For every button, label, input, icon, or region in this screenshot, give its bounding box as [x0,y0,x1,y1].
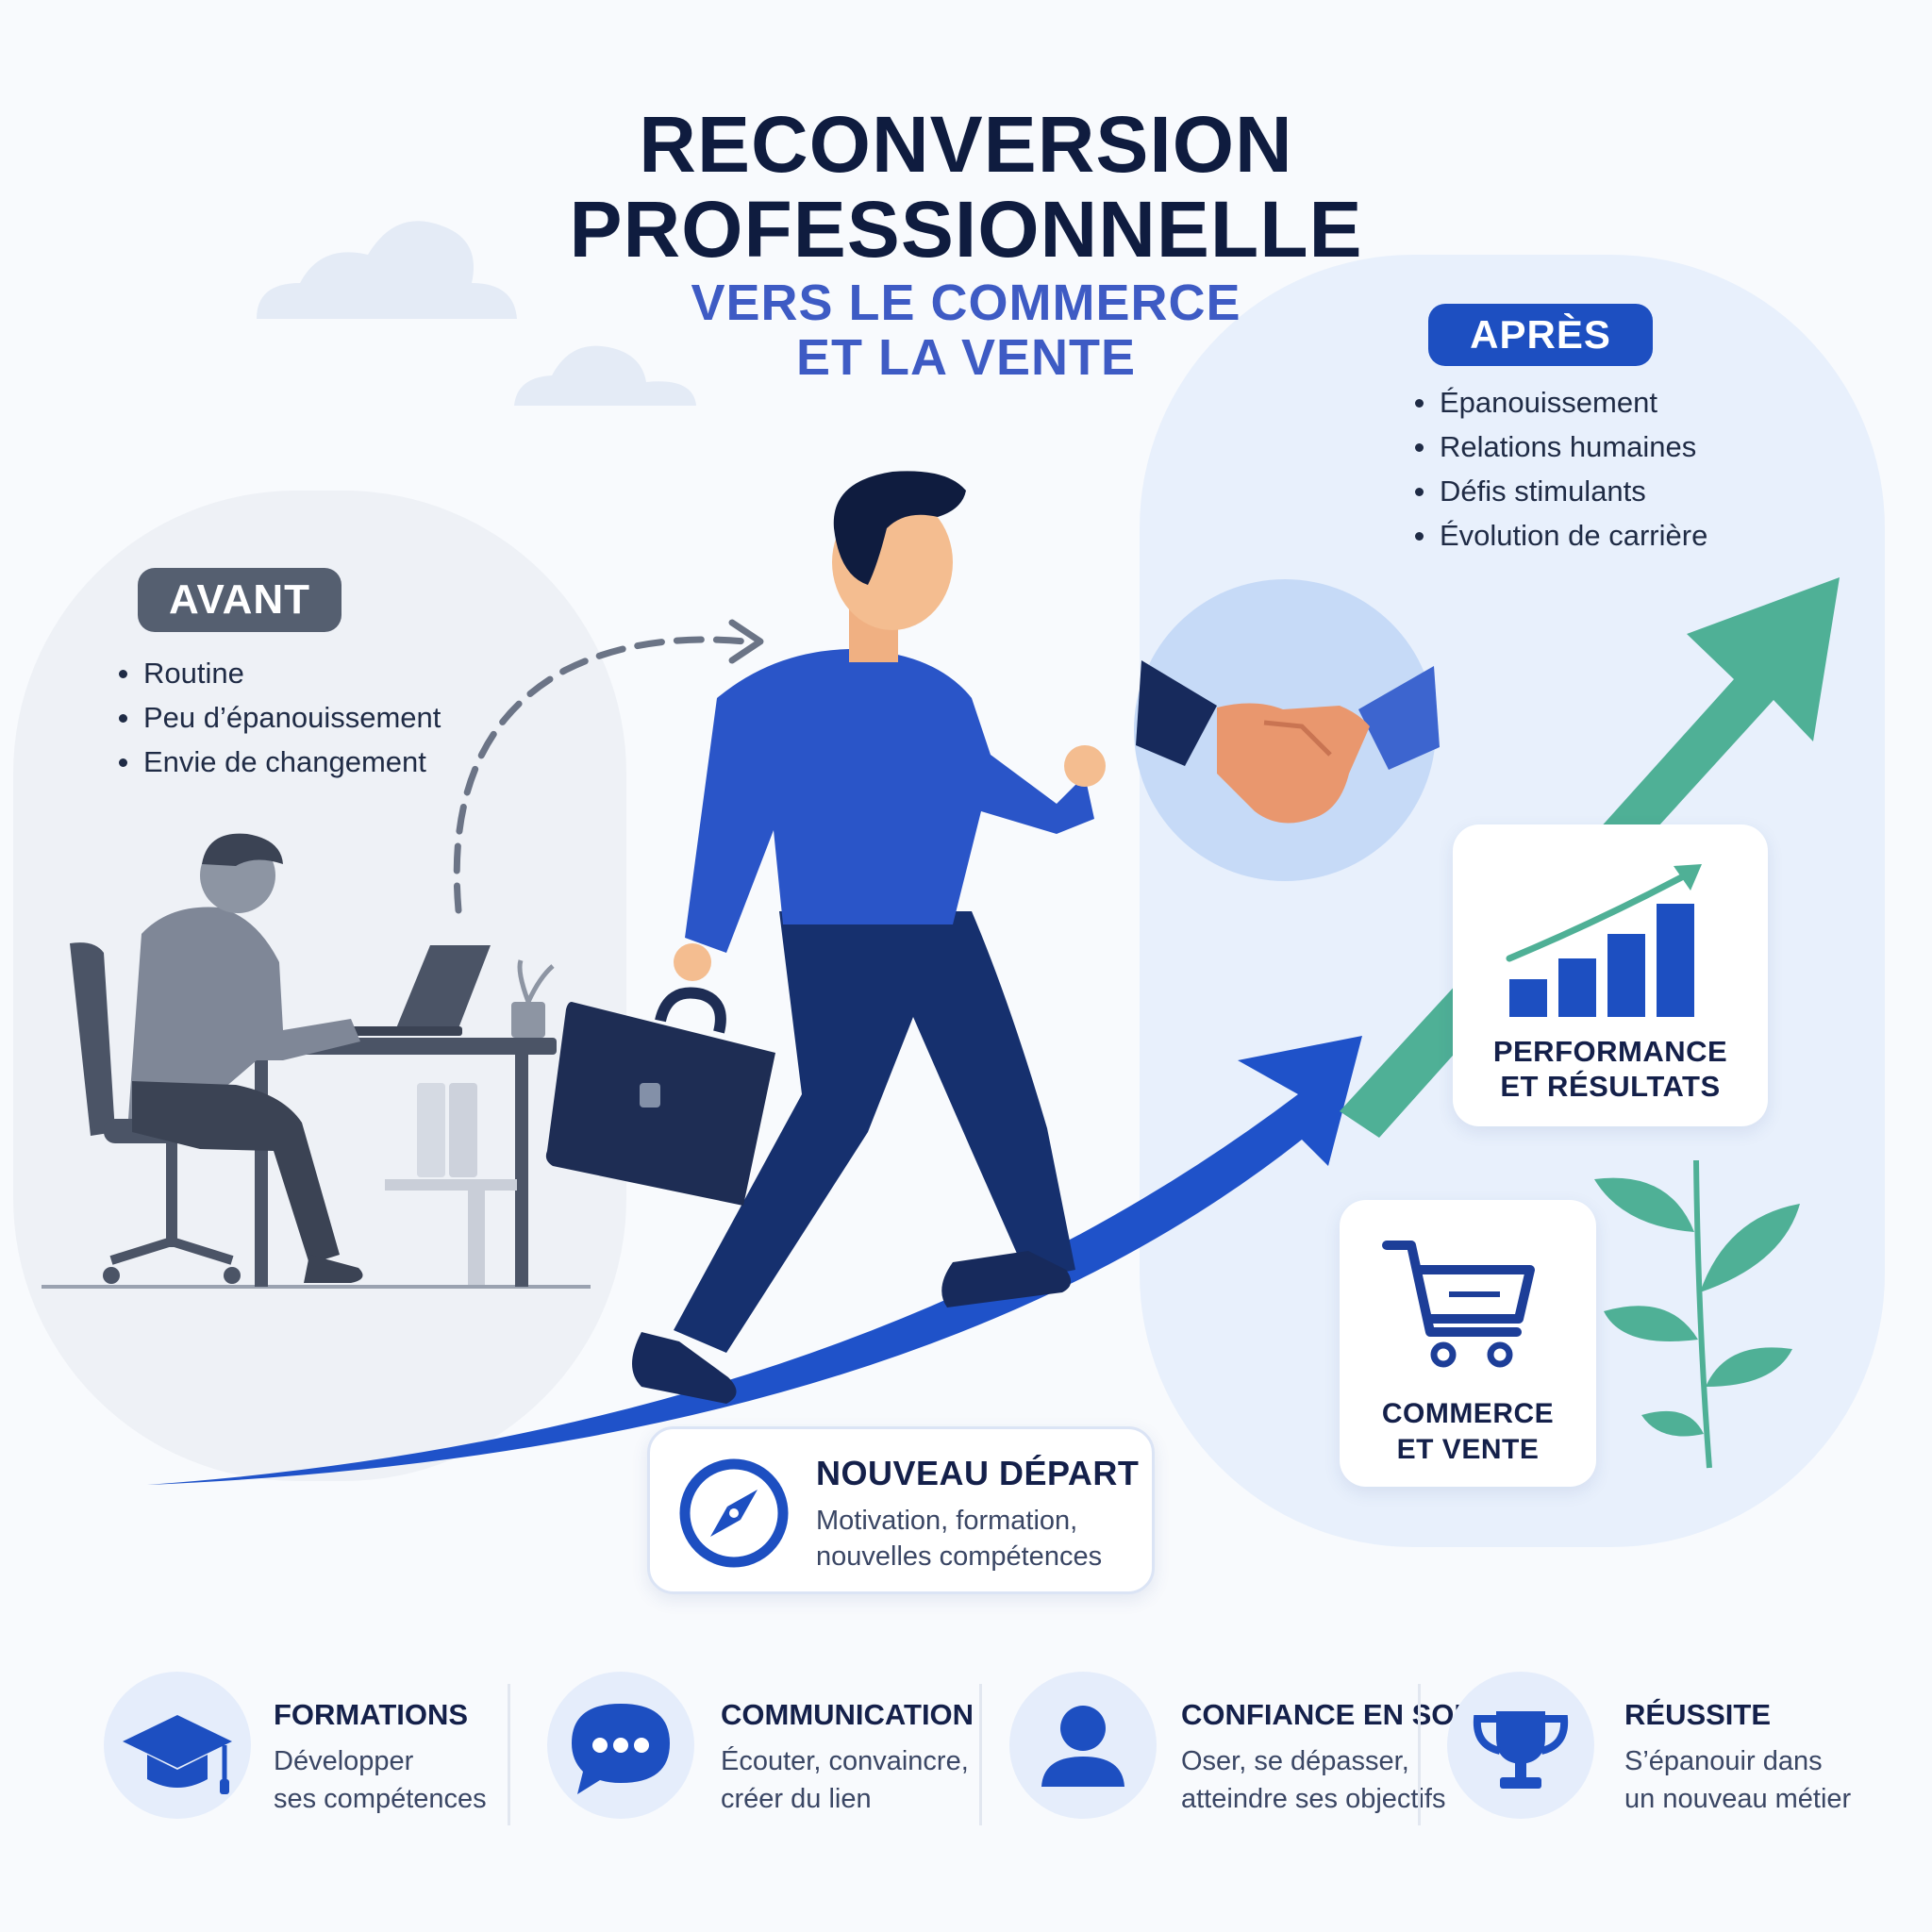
list-item: Relations humaines [1413,425,1707,469]
subtitle-line: ET LA VENTE [795,329,1137,386]
feature-description: Écouter, convaincre, créer du lien [721,1742,969,1818]
desc-line: S’épanouir dans [1624,1746,1823,1776]
desc-line: Oser, se dépasser, [1181,1746,1409,1776]
title-line: PROFESSIONNELLE [569,185,1363,274]
apres-badge: APRÈS [1428,304,1653,366]
page-subtitle: VERS LE COMMERCE ET LA VENTE [589,275,1343,385]
feature-title: RÉUSSITE [1624,1698,1772,1731]
desc-line: créer du lien [721,1784,872,1814]
cloud-icon [257,221,517,319]
list-item: Routine [117,651,441,695]
depart-title: NOUVEAU DÉPART [816,1454,1140,1492]
trophy-icon [1473,1711,1569,1789]
feature-divider [1418,1684,1421,1825]
list-item: Envie de changement [117,740,441,784]
list-item: Peu d’épanouissement [117,695,441,740]
feature-title: CONFIANCE EN SOI [1181,1698,1462,1731]
desc-line: atteindre ses objectifs [1181,1784,1446,1814]
card-label-line: ET VENTE [1396,1434,1540,1465]
title-line: RECONVERSION [639,100,1293,189]
nouveau-depart-card: NOUVEAU DÉPART Motivation, formation, no… [647,1426,1155,1594]
bar-chart-icon [1506,864,1702,1017]
chat-bubble-icon [572,1704,670,1794]
blue-progress-arrow [147,1036,1362,1485]
subtitle-line: VERS LE COMMERCE [691,275,1241,331]
compass-icon [679,1458,789,1568]
depart-description: Motivation, formation, nouvelles compéte… [816,1503,1102,1574]
avant-list: Routine Peu d’épanouissement Envie de ch… [117,651,441,784]
apres-list: Épanouissement Relations humaines Défis … [1413,380,1707,558]
feature-description: Développer ses compétences [274,1742,487,1818]
feature-description: Oser, se dépasser, atteindre ses objecti… [1181,1742,1445,1818]
desc-line: Écouter, convaincre, [721,1746,969,1776]
page-title: RECONVERSION PROFESSIONNELLE [494,102,1438,272]
avant-badge: AVANT [138,568,341,632]
desc-line: Motivation, formation, [816,1506,1078,1536]
commerce-card: COMMERCE ET VENTE [1340,1200,1596,1487]
trophy-icon-circle [1447,1672,1594,1819]
card-label-line: COMMERCE [1381,1398,1555,1429]
graduation-cap-icon-circle [104,1672,251,1819]
handshake-icon [1134,579,1440,881]
list-item: Évolution de carrière [1413,513,1707,558]
walking-man-illustration [545,471,1106,1404]
desc-line: nouvelles compétences [816,1541,1103,1572]
list-item: Défis stimulants [1413,469,1707,513]
cloud-icon [514,345,696,406]
transition-dashed-arrow [453,636,749,914]
user-icon-circle [1009,1672,1157,1819]
desc-line: ses compétences [274,1784,487,1814]
card-label-line: ET RÉSULTATS [1500,1070,1721,1103]
commerce-label: COMMERCE ET VENTE [1340,1396,1596,1468]
desc-line: Développer [274,1746,414,1776]
performance-label: PERFORMANCE ET RÉSULTATS [1453,1034,1768,1104]
briefcase-icon [545,1002,775,1206]
feature-description: S’épanouir dans un nouveau métier [1624,1742,1851,1818]
shopping-cart-icon [1382,1241,1535,1368]
feature-title: COMMUNICATION [721,1698,974,1731]
feature-divider [508,1684,510,1825]
card-label-line: PERFORMANCE [1492,1035,1728,1068]
feature-title: FORMATIONS [274,1698,469,1731]
performance-card: PERFORMANCE ET RÉSULTATS [1453,824,1768,1126]
desc-line: un nouveau métier [1624,1784,1852,1814]
feature-divider [979,1684,982,1825]
desk-worker-illustration [42,833,591,1289]
leaf-branch-icon [1594,1159,1800,1469]
graduation-cap-icon [123,1715,232,1794]
chat-bubble-icon-circle [547,1672,694,1819]
user-icon [1041,1706,1124,1787]
list-item: Épanouissement [1413,380,1707,425]
